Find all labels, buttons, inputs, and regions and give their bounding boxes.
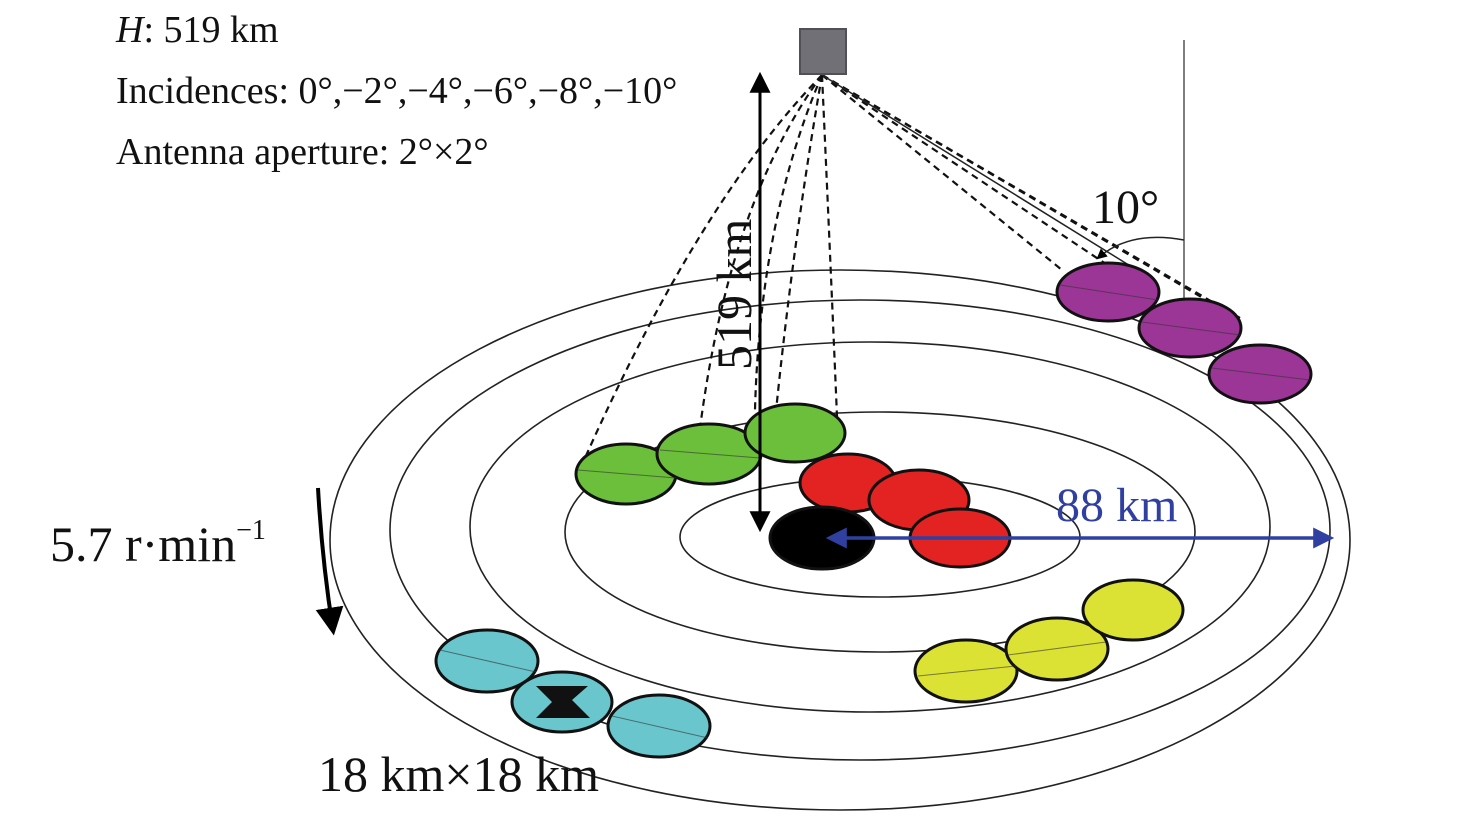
purple-beam-axis — [821, 74, 1141, 273]
radius-label: 88 km — [1056, 479, 1178, 532]
footprint-chords — [439, 284, 1311, 739]
altitude-value: : 519 km — [143, 9, 279, 51]
beam-line — [821, 74, 1241, 319]
beam-line — [821, 74, 1063, 271]
incidence-angle-label: 10° — [1092, 181, 1160, 234]
parameter-block: H: 519 km Incidences: 0°,−2°,−4°,−6°,−8°… — [116, 0, 677, 183]
beam-line — [821, 74, 1146, 291]
beam-line — [698, 74, 823, 429]
altitude-parameter: H: 519 km — [116, 0, 677, 61]
altitude-label: 519 km — [706, 218, 762, 370]
incidences-parameter: Incidences: 0°,−2°,−4°,−6°,−8°,−10° — [116, 70, 678, 112]
footprint-size-label: 18 km×18 km — [318, 746, 599, 802]
beam-line — [583, 74, 823, 459]
ring-3 — [469, 341, 1271, 713]
beam-line — [770, 74, 824, 453]
footprint-cell-marker — [536, 686, 590, 718]
footprint-yellow — [1081, 578, 1185, 642]
altitude-symbol: H — [116, 9, 144, 51]
aperture-parameter: Antenna aperture: 2°×2° — [116, 131, 489, 173]
incidence-angle-arc — [1096, 236, 1185, 260]
satellite-icon — [799, 28, 847, 75]
footprint-cyan — [606, 693, 712, 759]
beam-line — [820, 74, 840, 441]
rotation-speed-exponent: −1 — [236, 515, 266, 546]
beam-lines — [583, 74, 1241, 459]
ring-5 — [329, 269, 1351, 811]
footprints-yellow — [913, 578, 1185, 704]
footprints-purple — [1055, 261, 1313, 405]
rotation-speed-label: 5.7 r·min−1 — [50, 515, 266, 573]
rotation-speed-value: 5.7 r·min — [50, 516, 237, 572]
beam-line — [753, 74, 824, 411]
rotation-arrow-icon — [315, 487, 344, 636]
